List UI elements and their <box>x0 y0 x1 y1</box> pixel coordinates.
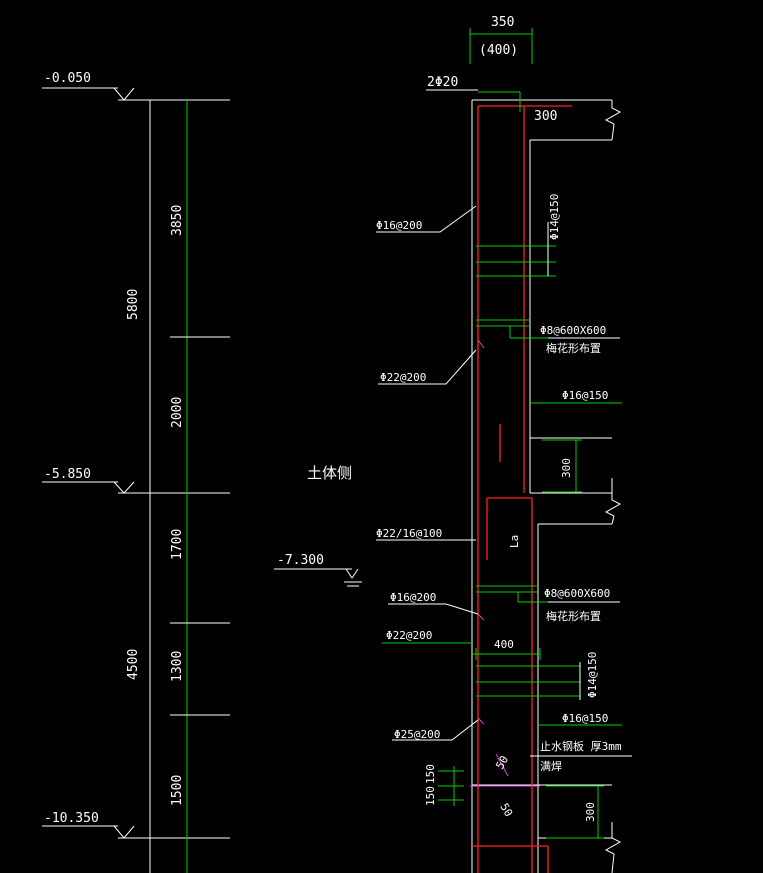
label-inner-upper: Φ16@200 <box>376 219 422 232</box>
dim-bend-50-b: 50 <box>497 801 515 819</box>
dim-1700: 1700 <box>170 529 185 560</box>
label-outer-upper: Φ16@150 <box>562 389 608 402</box>
label-anchor-la: La <box>508 535 521 548</box>
level-top: -0.050 <box>44 71 91 86</box>
dim-150-a: 150 <box>424 764 437 784</box>
label-tie-lower-note: 梅花形布置 <box>546 609 601 623</box>
dim-400-alt: (400) <box>479 43 518 58</box>
label-tie-upper-note: 梅花形布置 <box>546 341 601 355</box>
label-inner-lower2: Φ22@200 <box>386 629 432 642</box>
label-waterstop2: 满焊 <box>540 759 562 773</box>
dim-1300: 1300 <box>170 651 185 682</box>
level-triangle-top <box>113 87 135 101</box>
label-tie-upper: Φ8@600X600 <box>540 324 606 337</box>
dim-bend-50-a: 50 <box>493 754 511 772</box>
dim-slab-mid: 300 <box>560 458 573 478</box>
level-triangle-bottom <box>113 825 135 839</box>
level-soil: -7.300 <box>277 553 324 568</box>
label-stirrup-lower: Φ14@150 <box>586 652 599 698</box>
label-tie-lower: Φ8@600X600 <box>544 587 610 600</box>
dim-5800: 5800 <box>126 289 141 320</box>
label-inner-lower: Φ16@200 <box>390 591 436 604</box>
label-inner-lap: Φ22/16@100 <box>376 527 442 540</box>
label-top-bars: 2Φ20 <box>427 75 458 90</box>
level-mid: -5.850 <box>44 467 91 482</box>
label-outer-lower: Φ16@150 <box>562 712 608 725</box>
level-chain <box>42 87 230 873</box>
label-waterstop: 止水钢板 厚3mm <box>540 739 622 753</box>
dim-3850: 3850 <box>170 205 185 236</box>
wall-section <box>376 28 632 873</box>
label-stirrup-upper: Φ14@150 <box>548 194 561 240</box>
dim-150-b: 150 <box>424 786 437 806</box>
dim-slab-bottom: 300 <box>584 802 597 822</box>
dim-width-400: 400 <box>494 638 514 651</box>
dim-4500: 4500 <box>126 649 141 680</box>
level-bottom: -10.350 <box>44 811 99 826</box>
dim-1500: 1500 <box>170 775 185 806</box>
dim-2000: 2000 <box>170 397 185 428</box>
soil-side-label: 土体侧 <box>307 464 352 482</box>
dim-350: 350 <box>491 15 514 30</box>
level-triangle-mid <box>113 481 135 494</box>
label-inner-lower3: Φ25@200 <box>394 728 440 741</box>
level-triangle-soil <box>345 568 359 579</box>
label-inner-upper2: Φ22@200 <box>380 371 426 384</box>
dim-slab-top: 300 <box>534 109 557 124</box>
